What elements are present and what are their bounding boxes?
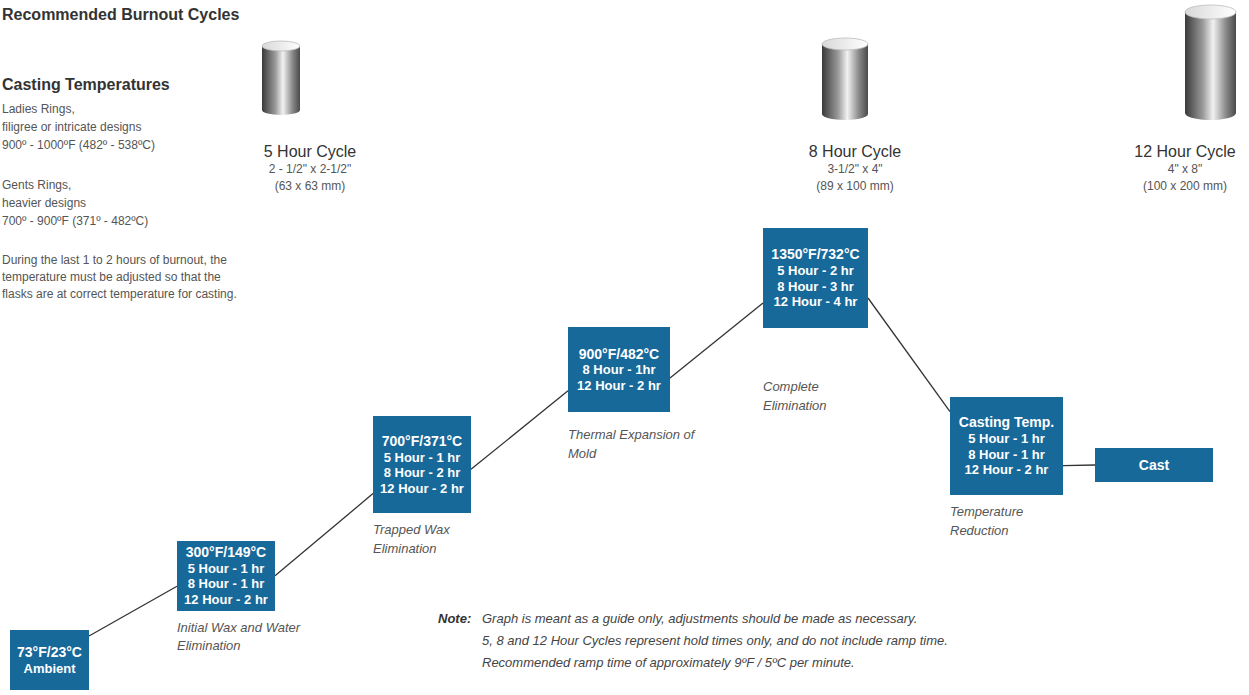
page-title: Recommended Burnout Cycles	[2, 4, 239, 26]
flask-size-label: 3-1/2" x 4"	[775, 161, 935, 178]
stage-box: 700°F/371°C5 Hour - 1 hr8 Hour - 2 hr12 …	[373, 416, 471, 513]
temperature-stage: 300°F/149°C5 Hour - 1 hr8 Hour - 1 hr12 …	[177, 541, 307, 656]
temperature-stage: 900°F/482°C8 Hour - 1hr12 Hour - 2 hr The…	[568, 327, 718, 464]
stage-temperature: 700°F/371°C	[380, 433, 464, 450]
stage-caption: Initial Wax and Water Elimination	[177, 619, 307, 657]
stage-caption: Thermal Expansion of Mold	[568, 426, 718, 464]
stage-temperature: Cast	[1102, 457, 1206, 474]
stage-box: 900°F/482°C8 Hour - 1hr12 Hour - 2 hr	[568, 327, 670, 412]
flask-size-label: (89 x 100 mm)	[775, 178, 935, 195]
hold-time: 8 Hour - 1 hr	[957, 447, 1056, 463]
stage-temperature: Casting Temp.	[957, 414, 1056, 431]
casting-temperature-text: Casting Temperatures	[2, 74, 170, 96]
stage-temperature: 1350°F/732°C	[770, 246, 861, 263]
stage-temperature: 73°F/23°C	[17, 644, 82, 661]
flask-size-label: (100 x 200 mm)	[1105, 178, 1249, 195]
stage-box: Cast	[1095, 448, 1213, 482]
flask-size-label: 12 Hour Cycle	[1105, 141, 1249, 163]
casting-temperature-text: filigree or intricate designs	[2, 119, 141, 136]
stage-connector	[868, 298, 950, 412]
stage-connector	[89, 586, 177, 636]
large-flask	[1185, 5, 1236, 120]
note-text: 5, 8 and 12 Hour Cycles represent hold t…	[482, 632, 948, 650]
stage-caption: Complete Elimination	[763, 378, 843, 416]
stage-caption: Trapped Wax Elimination	[373, 521, 503, 559]
note-text: Note:	[438, 610, 471, 628]
flask-size-label: (63 x 63 mm)	[230, 178, 390, 195]
stage-box: 300°F/149°C5 Hour - 1 hr8 Hour - 1 hr12 …	[177, 541, 275, 611]
casting-temperature-text: During the last 1 to 2 hours of burnout,…	[2, 252, 242, 302]
hold-time: 5 Hour - 1 hr	[957, 431, 1056, 447]
stage-box: 73°F/23°CAmbient	[10, 630, 89, 690]
hold-time: 8 Hour - 1hr	[575, 362, 663, 378]
hold-time: 5 Hour - 1 hr	[380, 450, 464, 466]
hold-time: 8 Hour - 3 hr	[770, 279, 861, 295]
temperature-stage: 73°F/23°CAmbient	[10, 630, 89, 690]
small-flask	[262, 41, 300, 115]
temperature-stage: 700°F/371°C5 Hour - 1 hr8 Hour - 2 hr12 …	[373, 416, 503, 559]
stage-connector	[1063, 464, 1095, 466]
stage-box: 1350°F/732°C5 Hour - 2 hr8 Hour - 3 hr12…	[763, 228, 868, 328]
medium-flask	[822, 38, 868, 120]
note-text: Graph is meant as a guide only, adjustme…	[482, 610, 917, 628]
casting-temperature-text: 900º - 1000ºF (482º - 538ºC)	[2, 137, 155, 154]
hold-time: 8 Hour - 1 hr	[184, 576, 268, 592]
casting-temperature-text: 700º - 900ºF (371º - 482ºC)	[2, 213, 148, 230]
stage-connector	[275, 494, 373, 576]
note-text: Recommended ramp time of approximately 9…	[482, 654, 855, 672]
hold-time: 8 Hour - 2 hr	[380, 465, 464, 481]
temperature-stage: Casting Temp.5 Hour - 1 hr8 Hour - 1 hr1…	[950, 397, 1080, 541]
stage-temperature: 300°F/149°C	[184, 544, 268, 561]
casting-temperature-text: Gents Rings,	[2, 177, 71, 194]
hold-time: Ambient	[17, 661, 82, 677]
hold-time: 12 Hour - 4 hr	[770, 294, 861, 310]
temperature-stage: 1350°F/732°C5 Hour - 2 hr8 Hour - 3 hr12…	[763, 228, 868, 416]
flask-size-label: 2 - 1/2" x 2-1/2"	[230, 161, 390, 178]
hold-time: 12 Hour - 2 hr	[380, 481, 464, 497]
hold-time: 12 Hour - 2 hr	[575, 378, 663, 394]
stage-caption: Temperature Reduction	[950, 503, 1080, 541]
flask-size-label: 5 Hour Cycle	[230, 141, 390, 163]
hold-time: 12 Hour - 2 hr	[957, 462, 1056, 478]
casting-temperature-text: heavier designs	[2, 195, 86, 212]
flask-size-label: 4" x 8"	[1105, 161, 1249, 178]
stage-connector	[471, 391, 568, 470]
hold-time: 5 Hour - 1 hr	[184, 561, 268, 577]
stage-temperature: 900°F/482°C	[575, 346, 663, 363]
hold-time: 12 Hour - 2 hr	[184, 592, 268, 608]
stage-connector	[670, 303, 763, 378]
casting-temperature-text: Ladies Rings,	[2, 101, 75, 118]
flask-size-label: 8 Hour Cycle	[775, 141, 935, 163]
temperature-stage: Cast	[1095, 448, 1213, 482]
hold-time: 5 Hour - 2 hr	[770, 263, 861, 279]
stage-box: Casting Temp.5 Hour - 1 hr8 Hour - 1 hr1…	[950, 397, 1063, 495]
